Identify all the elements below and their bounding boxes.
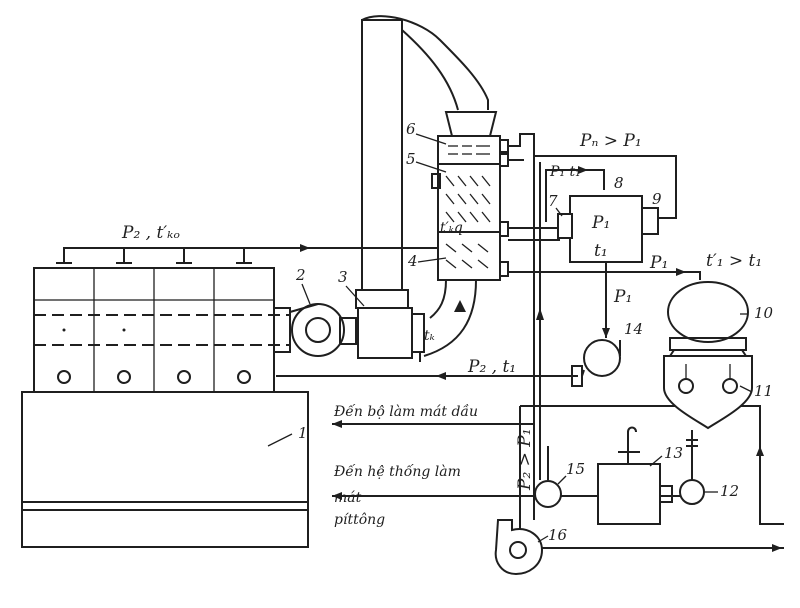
label-t-kq-in: t′ₖq	[440, 220, 463, 236]
pump-14	[581, 339, 621, 377]
label-4: 4	[407, 252, 418, 270]
unit-13	[597, 426, 673, 525]
label-pump14-p: P₁	[613, 287, 632, 307]
label-15: 15	[566, 460, 585, 478]
label-2: 2	[295, 266, 306, 284]
turbocharger-2	[273, 303, 357, 357]
label-bottom-pipe: P₂ , t₁	[467, 357, 516, 377]
label-to-piston-line1: Đến hệ thống làm	[333, 463, 461, 480]
engine-block	[21, 267, 309, 548]
label-16: 16	[548, 526, 568, 544]
label-temp-relation: t′₁ > t₁	[706, 251, 762, 271]
pump-15	[534, 480, 562, 508]
label-3: 3	[338, 268, 348, 286]
label-8: 8	[614, 174, 624, 192]
pipe-network	[276, 133, 784, 552]
separator-11	[663, 355, 753, 430]
top-distribution-pipe	[56, 244, 498, 264]
label-right-pipe-p: P₁	[649, 253, 668, 273]
label-box8-top: P₁ t₁	[549, 164, 581, 180]
unit-8	[557, 195, 668, 263]
label-to-oil-cooler: Đến bộ làm mát dầu	[333, 403, 478, 420]
label-9: 9	[652, 190, 662, 208]
label-1: 1	[298, 424, 308, 442]
label-box8-t: t₁	[594, 241, 608, 261]
label-6: 6	[406, 120, 416, 138]
label-11: 11	[754, 382, 773, 400]
label-vertical-relation: P₂ > P₁	[515, 428, 535, 491]
intercooler-3	[357, 307, 425, 362]
label-t-k: tₖ	[424, 328, 435, 344]
pump-12	[679, 479, 705, 505]
label-box8-p: P₁	[591, 213, 610, 233]
label-pressure-relation-top: Pₙ > P₁	[579, 131, 642, 151]
tank-10	[667, 281, 749, 357]
label-12: 12	[720, 482, 739, 500]
label-10: 10	[754, 304, 774, 322]
pump-16	[494, 519, 544, 576]
label-to-piston-line2: mát	[334, 490, 362, 506]
label-13: 13	[664, 444, 683, 462]
label-to-piston-line3: píttông	[334, 512, 385, 528]
label-7: 7	[548, 192, 558, 210]
label-top-pipe: P₂ , t′ₖₒ	[121, 223, 180, 243]
heat-exchanger-column	[423, 135, 509, 357]
label-14: 14	[624, 320, 643, 338]
label-5: 5	[406, 150, 416, 168]
